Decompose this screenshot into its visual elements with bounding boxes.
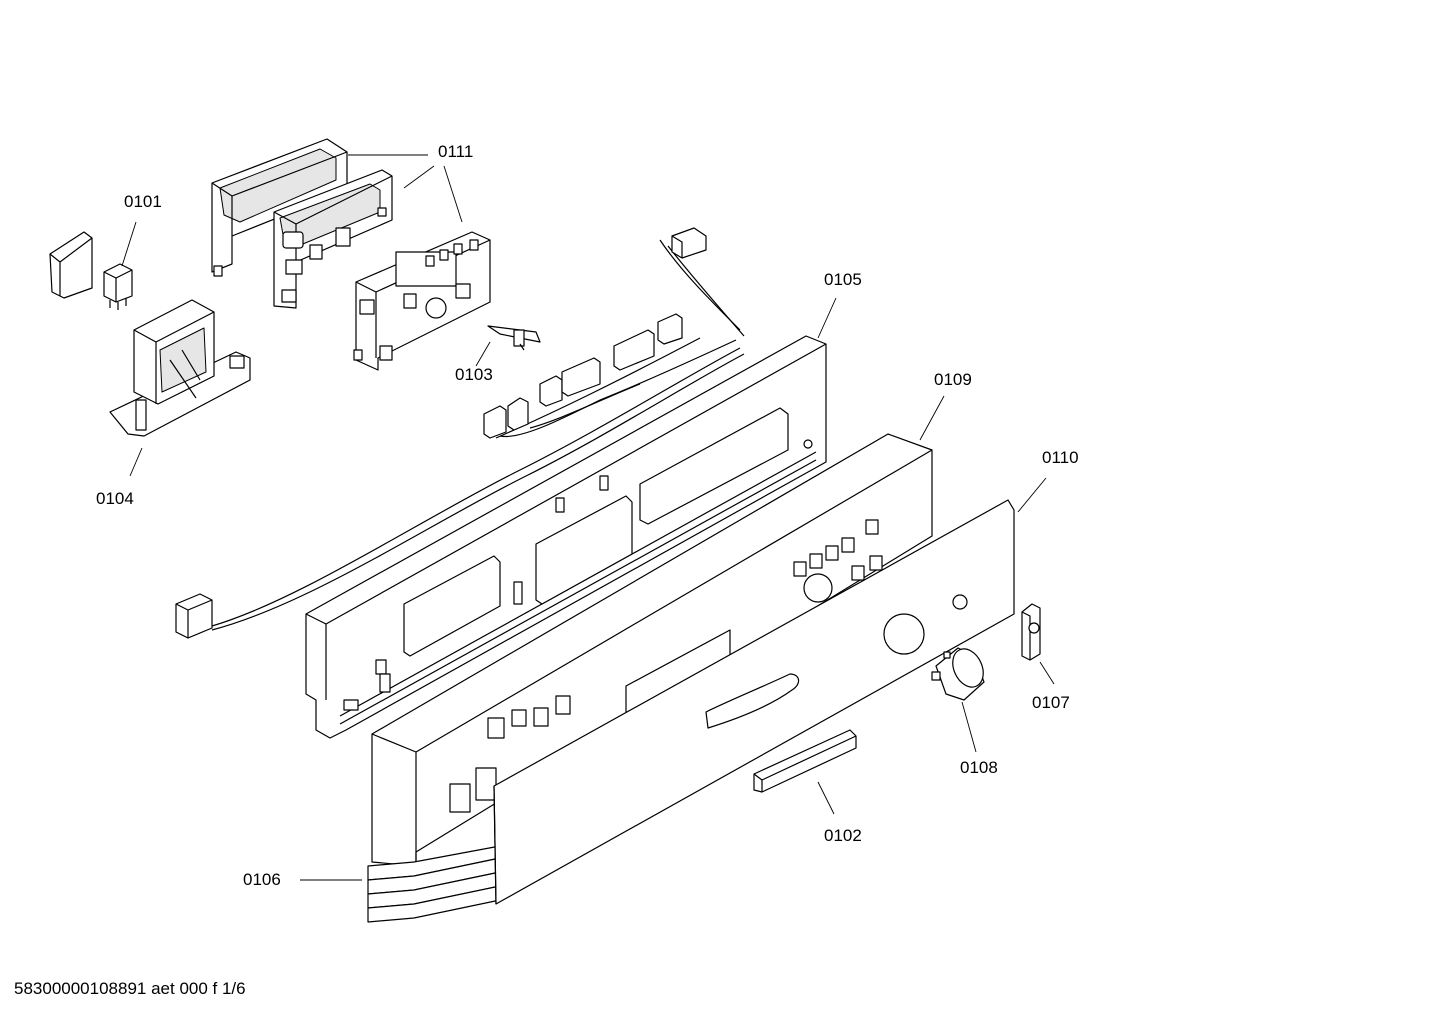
part-0110-fascia-panel	[493, 499, 1015, 905]
label-0110: 0110	[1042, 448, 1079, 467]
label-0101: 0101	[124, 192, 162, 211]
label-0111: 0111	[438, 142, 473, 161]
label-0109: 0109	[934, 370, 972, 389]
part-0101-cover-and-relay	[49, 231, 133, 310]
part-0111-bracket	[273, 169, 393, 309]
label-0107: 0107	[1032, 693, 1070, 712]
leader-lines	[121, 154, 1055, 881]
part-0109-front-panel-box	[371, 433, 933, 867]
part-0104-holder	[109, 299, 251, 437]
label-0108: 0108	[960, 758, 998, 777]
part-0105-panel-frame	[305, 335, 827, 739]
part-0108-knob	[931, 647, 985, 701]
label-0102: 0102	[824, 826, 862, 845]
part-0103-pin	[487, 325, 541, 351]
label-0106: 0106	[243, 870, 281, 889]
part-0111-electronic-module	[353, 231, 491, 371]
label-0103: 0103	[455, 365, 493, 384]
label-0105: 0105	[824, 270, 862, 289]
part-0111-housing-cover	[211, 138, 348, 277]
label-0104: 0104	[96, 489, 134, 508]
part-0102-trim-strip	[753, 729, 857, 793]
part-0105-wiring-harness	[175, 227, 745, 639]
drawing-reference-footer: 58300000108891 aet 000 f 1/6	[14, 979, 246, 998]
part-0107-slider	[1021, 603, 1041, 661]
